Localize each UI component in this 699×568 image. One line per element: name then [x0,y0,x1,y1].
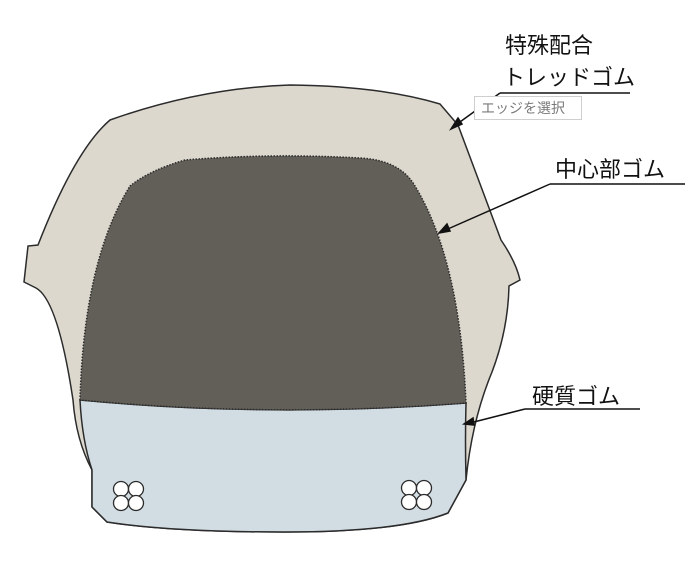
hard-arrowhead [461,416,475,426]
bolt-hole [112,480,130,498]
tread-rubber-label-line1: 特殊配合 [505,34,594,59]
center-leader [440,183,551,233]
tread-rubber-label-line2: トレッドゴム [503,66,636,91]
bolt-hole [112,494,130,512]
center-arrowhead [436,222,452,235]
bolt-hole [127,494,145,512]
hard-rubber-region[interactable] [79,399,467,533]
bolt-hole [400,493,418,511]
select-edge-tooltip: エッジを選択 [474,96,582,120]
hard-rubber-label: 硬質ゴム [532,385,621,410]
tread-arrowhead [449,116,464,131]
left-bolt-cluster [112,480,145,512]
bolt-hole [400,479,418,497]
center-rubber-region[interactable] [79,155,467,411]
hard-leader [465,408,526,425]
bolt-hole [415,479,433,497]
bolt-hole [415,493,433,511]
center-rubber-label: 中心部ゴム [555,158,666,183]
right-bolt-cluster [400,479,433,511]
bolt-hole [127,480,145,498]
